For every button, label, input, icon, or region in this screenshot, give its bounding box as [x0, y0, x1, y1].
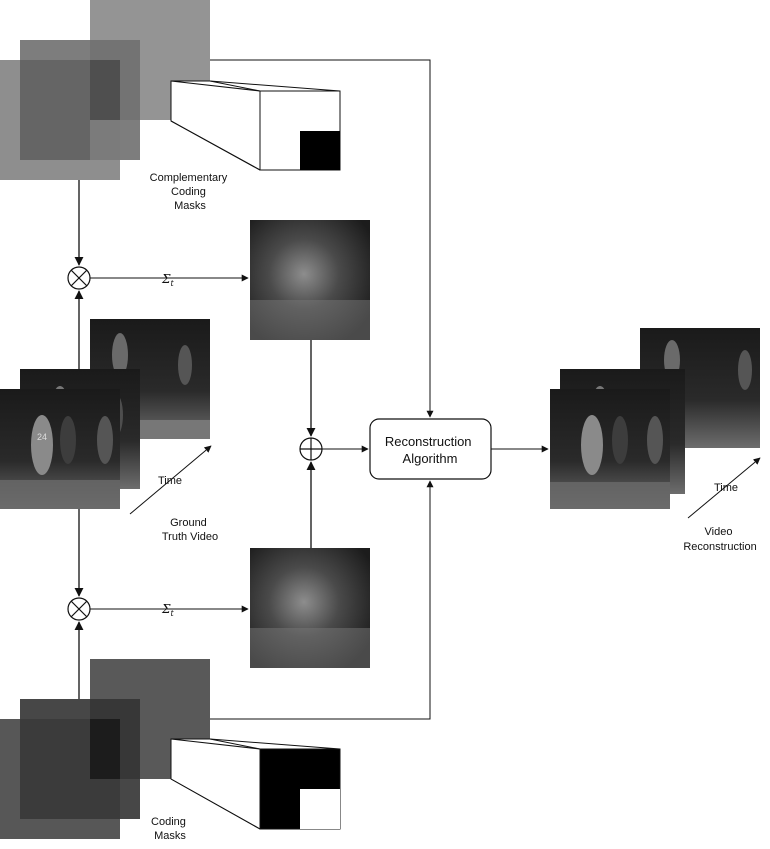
connectors — [74, 59, 549, 720]
ground-truth-label: Ground Truth Video — [162, 517, 218, 543]
coded-snapshot-bottom — [250, 548, 370, 668]
multiply-node-bottom — [67, 597, 91, 621]
ground-truth-video-stack: 24 — [0, 319, 210, 509]
coding-mask-zoom-box — [170, 738, 341, 830]
temporal-sum-label-top: Σt — [161, 272, 174, 288]
video-frame-front: 24 — [0, 389, 120, 509]
recon-frame-front — [550, 389, 670, 509]
video-reconstruction-stack — [550, 328, 760, 509]
coding-masks-label: Coding Masks — [151, 816, 189, 842]
coding-mask-stack — [0, 659, 210, 839]
time-label-left: Time — [158, 475, 182, 487]
multiply-node-top — [67, 266, 91, 290]
complementary-masks-label: Complementary Coding Masks — [150, 172, 231, 212]
coded-snapshot-top — [250, 220, 370, 340]
svg-text:Reconstruction Algorithm: Reconstruction Algorithm — [385, 434, 475, 466]
complementary-mask-stack — [0, 0, 210, 180]
jersey-number: 24 — [37, 432, 47, 442]
complementary-mask-zoom-box — [170, 80, 341, 171]
video-reconstruction-label: Video Reconstruction — [683, 526, 756, 553]
temporal-sum-label-bottom: Σt — [161, 602, 174, 618]
sum-node — [299, 437, 323, 461]
reconstruction-algorithm-box: Reconstruction Algorithm — [369, 418, 492, 480]
time-label-right: Time — [714, 482, 738, 494]
